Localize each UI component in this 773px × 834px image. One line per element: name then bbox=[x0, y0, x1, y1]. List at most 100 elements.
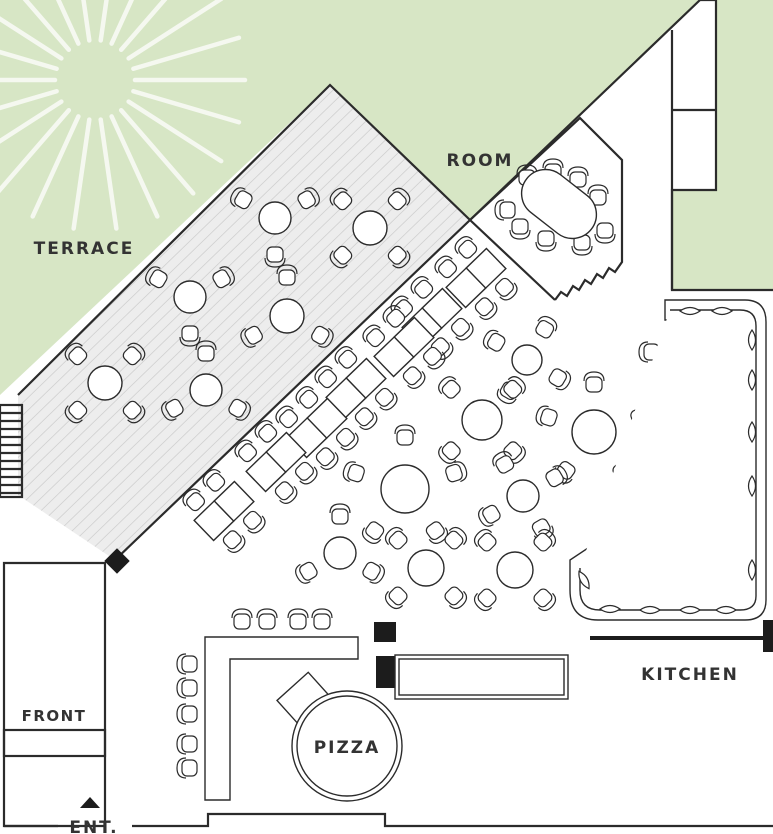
deck-plank bbox=[28, 85, 470, 560]
chair bbox=[478, 504, 501, 527]
deck-plank bbox=[54, 85, 470, 560]
chair bbox=[122, 342, 146, 366]
lawn-left bbox=[0, 0, 700, 395]
chair bbox=[384, 586, 408, 610]
sun-ray bbox=[0, 107, 72, 194]
cushion bbox=[678, 306, 702, 316]
cushion bbox=[578, 570, 590, 590]
chair bbox=[276, 264, 298, 286]
outer-wall-right-column bbox=[670, 0, 773, 292]
chair bbox=[329, 245, 353, 269]
pillar bbox=[374, 622, 396, 642]
terrace-corner-post bbox=[104, 548, 130, 574]
deck-plank bbox=[93, 85, 470, 560]
deck-plank bbox=[18, 85, 470, 560]
chair bbox=[361, 521, 385, 544]
label-front: FRONT bbox=[22, 707, 87, 725]
booth-cushions bbox=[578, 306, 757, 615]
chair bbox=[295, 386, 319, 409]
cushion bbox=[710, 306, 734, 316]
terrace-table bbox=[230, 187, 320, 268]
table-top bbox=[393, 316, 435, 359]
chair bbox=[454, 236, 478, 259]
chair bbox=[295, 561, 318, 584]
bottom-wall bbox=[4, 812, 773, 828]
labels: TERRACE ROOM KITCHEN FRONT ENT. PIZZA bbox=[22, 151, 737, 834]
room-zigzag bbox=[554, 235, 624, 301]
chair bbox=[234, 439, 258, 463]
sun-ray bbox=[0, 99, 64, 144]
table-top bbox=[87, 365, 123, 401]
table-top bbox=[265, 431, 307, 474]
chair bbox=[294, 461, 318, 485]
chair bbox=[509, 218, 531, 240]
chair bbox=[161, 398, 184, 421]
pizza-oven-inner bbox=[296, 695, 398, 797]
dining-table bbox=[342, 424, 468, 544]
window-table-pair bbox=[314, 346, 398, 430]
deck-plank bbox=[18, 85, 470, 560]
window-table-pair bbox=[234, 420, 318, 504]
chair bbox=[297, 187, 320, 210]
deck-plank bbox=[18, 85, 470, 560]
chair bbox=[583, 371, 605, 393]
chair bbox=[410, 276, 434, 299]
sun-ray bbox=[118, 0, 168, 53]
bar-area bbox=[204, 622, 569, 802]
cushion bbox=[638, 605, 662, 615]
deck-plank bbox=[67, 85, 470, 560]
chair bbox=[176, 703, 198, 725]
table-top bbox=[496, 551, 534, 589]
room-table bbox=[494, 158, 616, 256]
label-terrace: TERRACE bbox=[34, 239, 135, 259]
chair bbox=[311, 325, 334, 348]
table-top bbox=[323, 536, 357, 570]
chair bbox=[311, 608, 333, 630]
table-top bbox=[269, 298, 305, 334]
dining-table bbox=[473, 528, 557, 612]
sun-ray bbox=[30, 114, 81, 219]
chair bbox=[503, 376, 526, 399]
table-top bbox=[465, 247, 507, 290]
table-top bbox=[352, 210, 388, 246]
window-table-pair bbox=[182, 469, 266, 553]
dining-table bbox=[482, 315, 572, 405]
chair bbox=[145, 266, 168, 289]
chair bbox=[228, 398, 251, 421]
cushion bbox=[598, 604, 622, 614]
chair bbox=[492, 451, 515, 474]
pillar-2 bbox=[376, 656, 396, 688]
sun-ray bbox=[131, 89, 242, 125]
window-table-pair bbox=[434, 236, 518, 320]
sun-ray bbox=[118, 107, 196, 196]
chair bbox=[402, 366, 426, 389]
table-top bbox=[511, 344, 543, 376]
table-top bbox=[520, 168, 598, 240]
chair bbox=[315, 447, 339, 470]
chair bbox=[473, 588, 497, 612]
label-entrance: ENT. bbox=[69, 818, 118, 834]
cushion bbox=[747, 420, 757, 444]
chair bbox=[354, 407, 378, 430]
chair bbox=[256, 608, 278, 630]
chair bbox=[567, 166, 589, 188]
deck-plank bbox=[18, 85, 470, 560]
chair bbox=[275, 405, 299, 429]
chair bbox=[473, 528, 497, 552]
deck-plank bbox=[18, 85, 470, 560]
table-top bbox=[407, 549, 445, 587]
bar-counter[interactable] bbox=[204, 636, 359, 801]
deck-plank bbox=[18, 85, 470, 560]
table-top bbox=[189, 373, 223, 407]
sun-ray bbox=[0, 16, 64, 61]
chair bbox=[182, 488, 206, 512]
cushion bbox=[747, 368, 757, 392]
deck-plank bbox=[106, 85, 470, 560]
chair bbox=[387, 187, 411, 211]
chair bbox=[445, 461, 468, 483]
chair bbox=[382, 305, 406, 328]
table-top bbox=[258, 201, 292, 235]
table-top bbox=[345, 357, 387, 400]
dining-table bbox=[384, 526, 468, 610]
